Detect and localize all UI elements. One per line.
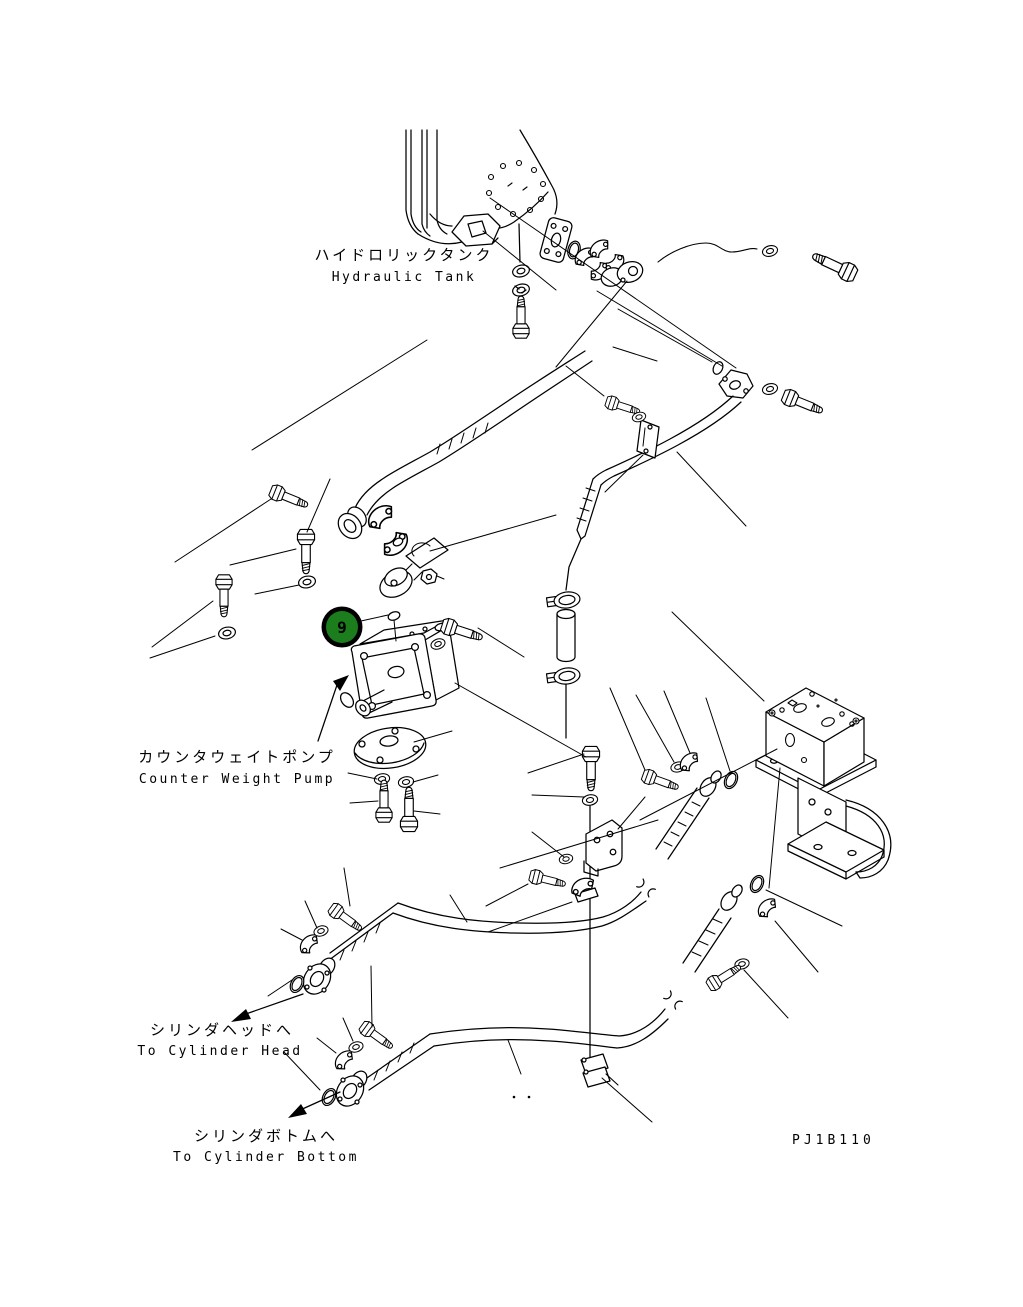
o-ring [747, 872, 767, 896]
bolt [512, 295, 530, 339]
counter-weight-pump-label-jp: カウンタウェイトポンプ [138, 748, 336, 766]
tank-port-foot [451, 213, 501, 247]
valve-bracket [787, 777, 892, 880]
bolt-hole-pattern [485, 159, 547, 218]
hydraulic-tank-label-jp: ハイドロリックタンク [314, 246, 493, 264]
to-cylinder-bottom-label-en: To Cylinder Bottom [173, 1150, 359, 1165]
link-wire [657, 242, 758, 263]
bolt [215, 574, 233, 618]
washer [760, 381, 780, 397]
break-symbol [663, 990, 683, 1010]
pump-arrow [317, 675, 349, 742]
line-clamp [580, 1053, 619, 1088]
bolt [779, 387, 826, 420]
bolt [296, 528, 316, 575]
cylinder-bottom-hose [318, 872, 782, 1109]
bolt [581, 745, 601, 792]
callout-number: 9 [337, 618, 347, 637]
callout-disc [326, 611, 358, 643]
hydraulic-tank-label-en: Hydraulic Tank [332, 270, 477, 285]
washer [216, 624, 238, 642]
valve-ports [768, 691, 860, 764]
bolt [808, 246, 860, 285]
washer [580, 792, 600, 808]
hydraulic-tank [405, 129, 558, 263]
pipe-flange [712, 361, 754, 399]
bolt [399, 786, 419, 833]
to-cylinder-head-label-en: To Cylinder Head [137, 1044, 302, 1059]
leader-lines [149, 197, 843, 1123]
left-bolt-set [215, 482, 318, 642]
shaft-o-ring [339, 692, 355, 708]
o-ring [286, 972, 308, 996]
pump-shaft [355, 689, 393, 717]
return-pipe [545, 361, 826, 739]
bolt [267, 482, 311, 513]
hose-clamp [545, 589, 582, 612]
hose-end-flange [720, 884, 743, 911]
cylinder-head-hose [286, 770, 722, 996]
to-cylinder-head-label-jp: シリンダヘッドへ [150, 1021, 294, 1039]
elbow-fitting [600, 260, 644, 287]
washer [510, 262, 532, 280]
gasket-plate [539, 217, 573, 263]
drawing-code: PJ1B110 [792, 1133, 875, 1148]
control-valve-block [755, 687, 892, 880]
tank-flange-parts [539, 217, 860, 287]
bolt [326, 900, 366, 936]
hose-clamp [545, 665, 582, 688]
bolt [527, 868, 568, 892]
split-flange-half [362, 500, 399, 534]
to-cylinder-bottom-label-jp: シリンダボトムへ [194, 1127, 338, 1145]
cylinder-head-arrow [231, 993, 304, 1022]
counter-weight-pump [339, 616, 486, 833]
center-bracket-set [512, 745, 623, 1099]
bolt [704, 960, 745, 993]
hose-elbow-flange [337, 506, 367, 540]
suction-hose [337, 350, 593, 621]
tank-mount-fasteners [510, 262, 532, 339]
suction-elbow [379, 537, 449, 598]
pipe-bracket [636, 419, 660, 459]
saddle-clamp [568, 874, 599, 903]
spring-washer [510, 281, 532, 299]
head-hose-flange [302, 957, 336, 995]
counter-weight-pump-label-en: Counter Weight Pump [139, 772, 335, 787]
washer [396, 774, 416, 790]
bottom-hose-flange [335, 1070, 368, 1107]
hose-tube [556, 608, 576, 663]
mount-bracket [583, 819, 623, 877]
clamp-half [753, 895, 782, 921]
plug-oval [387, 611, 401, 621]
bolt [357, 1018, 397, 1054]
cylinder-bottom-arrow [288, 1091, 341, 1118]
washer [760, 243, 780, 259]
callout-9[interactable]: 9 [321, 606, 389, 648]
washer [296, 573, 318, 591]
pump-bottom-flange [353, 726, 427, 770]
